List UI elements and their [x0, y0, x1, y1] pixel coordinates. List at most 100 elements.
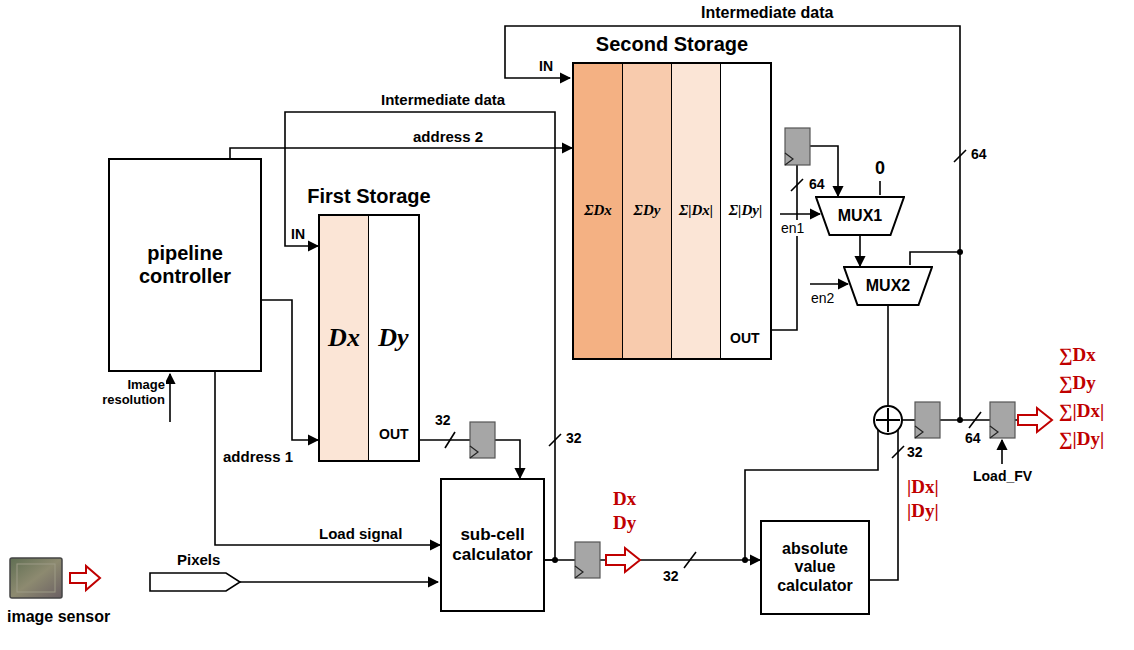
- pixel-wire: [240, 581, 438, 583]
- signal-value: |Dy|: [906, 500, 940, 522]
- enable-wire: [810, 283, 848, 285]
- bus-slash: [791, 179, 803, 191]
- storage-block: First StorageDxDy: [318, 214, 420, 462]
- storage-column: ΣDx: [574, 64, 623, 358]
- register-wire: [940, 419, 990, 421]
- bus-slash: [549, 434, 561, 446]
- enable-wire: [780, 213, 820, 215]
- block-text: Dy: [371, 323, 416, 353]
- block-text: ΣDy: [625, 202, 669, 219]
- register-symbol: [575, 542, 600, 578]
- feature-output: ∑|Dx|: [1058, 400, 1105, 422]
- multiplexer: MUX1: [815, 196, 905, 236]
- enable-signal: en1: [780, 220, 805, 236]
- block-text: sub-cell calculator: [446, 525, 539, 564]
- block-text: MUX2: [857, 277, 919, 295]
- adder-plus: [887, 408, 889, 432]
- bus-slash: [969, 412, 981, 428]
- input-name: Image resolution: [82, 378, 166, 408]
- junction-dot: [742, 557, 748, 563]
- junction-dot: [552, 557, 558, 563]
- mux-output-wire: [887, 306, 889, 406]
- block-title: Second Storage: [524, 33, 820, 56]
- feature-output: ∑Dx: [1058, 344, 1097, 366]
- block-text: Σ|Dy|: [723, 202, 768, 219]
- signal-connector: [230, 148, 572, 158]
- storage-column: Dx: [320, 216, 369, 460]
- pin-name: OUT: [378, 426, 410, 442]
- signal-value: Dy: [612, 512, 637, 534]
- multiplexer: MUX2: [843, 266, 933, 306]
- clock-symbol: [575, 566, 583, 578]
- register-symbol: [785, 128, 810, 165]
- calculator-box: sub-cell calculator: [440, 478, 545, 612]
- signal-value: |Dx|: [906, 476, 940, 498]
- feature-output: ∑|Dy|: [1058, 428, 1105, 450]
- constant-input: 0: [874, 158, 886, 179]
- edge-label: address 2: [412, 128, 484, 145]
- pin-name: IN: [290, 226, 306, 242]
- bus-width: 64: [964, 430, 982, 446]
- sensor-die: [17, 564, 55, 592]
- calculator-box: absolute value calculator: [760, 520, 870, 615]
- feedback-wire: [505, 26, 960, 420]
- storage-block: Second StorageΣDxΣDyΣ|Dx|Σ|Dy|: [572, 62, 772, 360]
- signal-connector: [262, 300, 318, 440]
- wire-group: [170, 26, 1018, 582]
- signal-value: Dx: [612, 488, 637, 510]
- adder-symbol: [874, 406, 902, 434]
- bus-width: 32: [906, 444, 924, 460]
- mux-shape: [844, 267, 932, 305]
- signal-name: Intermediate data: [700, 4, 834, 22]
- mux-shape: [816, 197, 904, 235]
- device-name: image sensor: [6, 608, 111, 626]
- bus-slash: [445, 432, 455, 448]
- hollow-arrow: [70, 566, 100, 590]
- input-pin: [150, 573, 240, 591]
- signal-name: Load_FV: [972, 468, 1033, 484]
- load-wire: [1001, 440, 1003, 464]
- feature-output: ∑Dy: [1058, 372, 1097, 394]
- signal-connector: [859, 236, 861, 266]
- zero-input-wire: [879, 181, 881, 195]
- clock-symbol: [785, 153, 793, 165]
- controller-box: pipeline controller: [108, 158, 262, 372]
- block-text: absolute value calculator: [766, 540, 864, 595]
- clock-symbol: [470, 446, 478, 458]
- pin-name: OUT: [729, 330, 761, 346]
- block-title: First Storage: [270, 185, 468, 208]
- clock-symbol: [990, 426, 998, 438]
- hollow-arrow: [1018, 408, 1052, 432]
- flow-arrows: [70, 408, 1052, 590]
- sensor-body: [10, 558, 62, 598]
- block-text: Σ|Dx|: [674, 202, 718, 219]
- junction-dot: [957, 249, 963, 255]
- signal-connector: [772, 146, 838, 330]
- signal-name: Pixels: [176, 551, 221, 568]
- edge-label: Intermediate data: [380, 91, 506, 108]
- storage-column: Σ|Dx|: [672, 64, 721, 358]
- clock-symbol: [915, 426, 923, 438]
- storage-column: Σ|Dy|: [721, 64, 770, 358]
- register-symbol: [915, 402, 940, 438]
- bus-slash: [684, 552, 696, 568]
- block-text: ΣDx: [576, 202, 620, 219]
- bus-width: 64: [970, 146, 988, 162]
- storage-column: ΣDy: [623, 64, 672, 358]
- block-text: Dx: [322, 323, 366, 353]
- enable-signal: en2: [810, 290, 835, 306]
- edge-label: address 1: [222, 448, 294, 465]
- image-sensor-picture: [10, 558, 62, 598]
- storage-column: Dy: [369, 216, 418, 460]
- adder-circle: [874, 406, 902, 434]
- adder-input-wire: [870, 430, 898, 580]
- bus-slash: [892, 446, 904, 458]
- bus-width: 32: [662, 568, 680, 584]
- adder-output-wire: [902, 419, 915, 421]
- resolution-wire: [169, 374, 171, 422]
- clock-group: [470, 153, 998, 578]
- pin-name: IN: [538, 58, 554, 74]
- bus-slash: [954, 150, 966, 162]
- mux-input-wire: [910, 252, 960, 265]
